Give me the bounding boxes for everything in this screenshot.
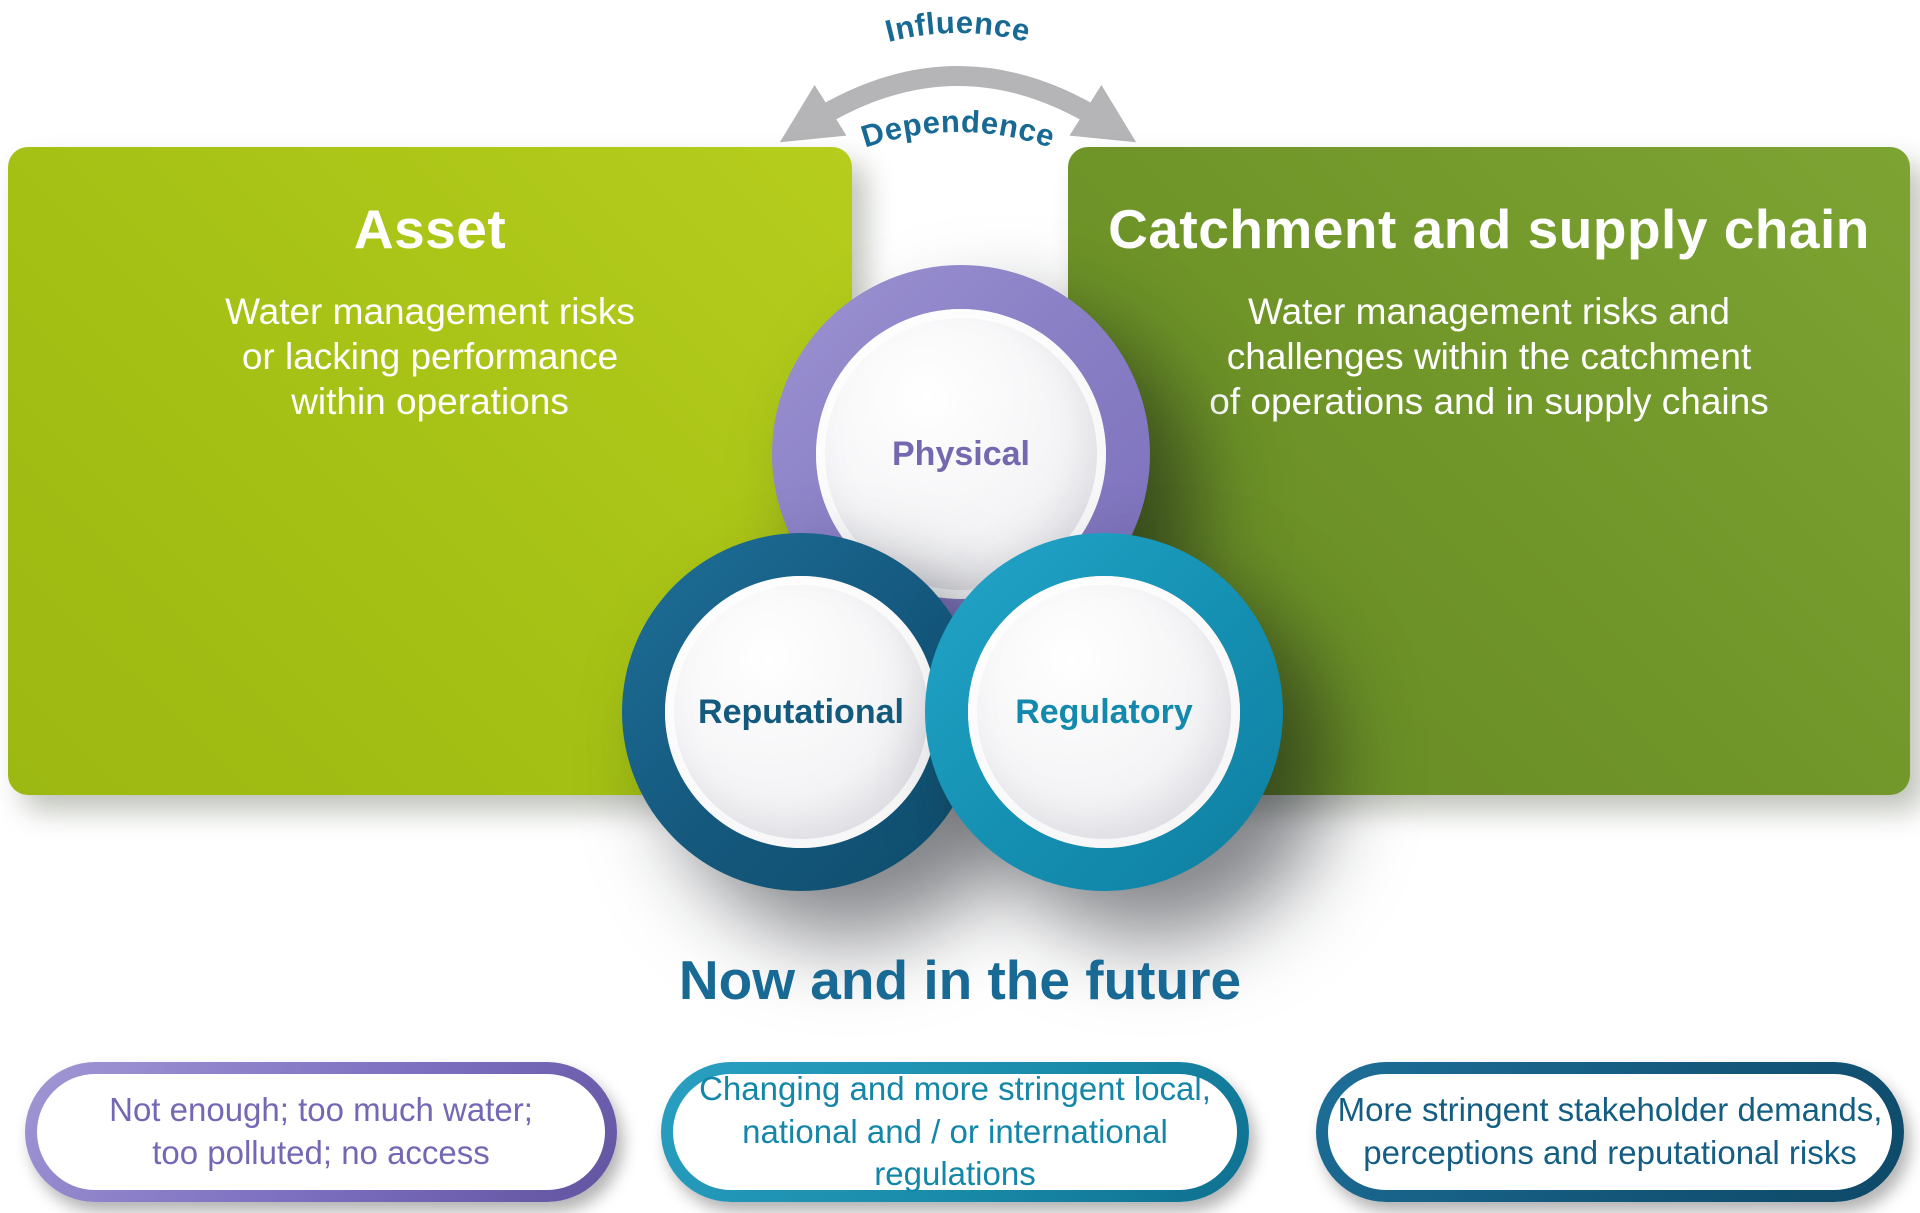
regulatory-risk-pill: Changing and more stringent local, natio… [661, 1062, 1249, 1202]
physical-risk-pill: Not enough; too much water; too polluted… [25, 1062, 617, 1202]
reputational-risk-pill-text: More stringent stakeholder demands, perc… [1328, 1074, 1892, 1190]
reputational-risk-label: Reputational [665, 576, 937, 848]
regulatory-risk-pill-text: Changing and more stringent local, natio… [673, 1070, 1237, 1192]
asset-title: Asset [353, 198, 507, 260]
regulatory-risk-circle: Regulatory [925, 533, 1283, 891]
influence-label: Influence [882, 5, 1034, 49]
dependence-label: Dependence [857, 104, 1059, 155]
regulatory-risk-label: Regulatory [968, 576, 1240, 848]
influence-dependence-arrow: Influence Dependence [779, 5, 1137, 155]
reputational-risk-pill: More stringent stakeholder demands, perc… [1316, 1062, 1904, 1202]
asset-description: Water management risks or lacking perfor… [225, 291, 635, 423]
double-arrow-arc [779, 66, 1137, 143]
catchment-description: Water management risks and challenges wi… [1209, 291, 1769, 423]
physical-risk-pill-text: Not enough; too much water; too polluted… [37, 1074, 605, 1190]
catchment-title: Catchment and supply chain [1108, 198, 1870, 260]
now-and-future-heading: Now and in the future [678, 949, 1242, 1011]
reputational-risk-circle: Reputational [622, 533, 980, 891]
